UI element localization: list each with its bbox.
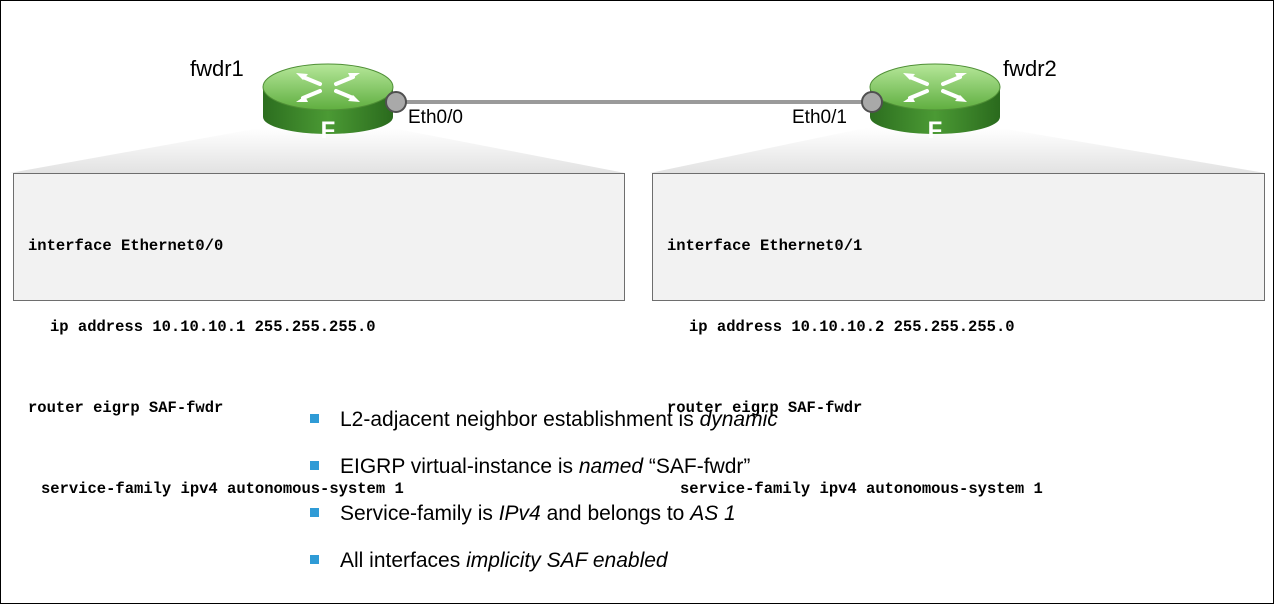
port-label-eth0-1: Eth0/1	[792, 107, 847, 128]
bullet-text: EIGRP virtual-instance is	[340, 455, 579, 478]
bullet-square-icon	[310, 555, 319, 564]
config-line: ip address 10.10.10.1 255.255.255.0	[50, 318, 376, 336]
bullet-item: L2-adjacent neighbor establishment is dy…	[310, 396, 778, 443]
port-dot-icon	[861, 91, 883, 113]
bullet-square-icon	[310, 414, 319, 423]
router-letter: F	[928, 117, 943, 144]
router-icon: F	[869, 63, 1001, 144]
router-letter: F	[321, 117, 336, 144]
config-line: router eigrp SAF-fwdr	[667, 399, 863, 417]
port-label-eth0-0: Eth0/0	[408, 107, 463, 128]
router-name-fwdr1: fwdr1	[190, 56, 244, 81]
bullet-item: EIGRP virtual-instance is named “SAF-fwd…	[310, 443, 778, 490]
config-line: interface Ethernet0/1	[667, 237, 863, 255]
bullet-text-tail: and belongs to	[540, 502, 691, 525]
bullet-text: L2-adjacent neighbor establishment is	[340, 408, 700, 431]
config-box-fwdr1: interface Ethernet0/0 ip address 10.10.1…	[13, 173, 625, 498]
bullet-item: All interfaces implicity SAF enabled	[310, 537, 778, 584]
bullet-text-tail: “SAF-fwdr”	[643, 455, 751, 478]
bullet-text: All interfaces	[340, 549, 467, 572]
config-box-fwdr2: interface Ethernet0/1 ip address 10.10.1…	[652, 173, 1265, 498]
config-line: interface Ethernet0/0	[28, 237, 224, 255]
bullet-emphasis-2: AS 1	[690, 502, 736, 525]
bullet-square-icon	[310, 508, 319, 517]
config-line: router eigrp SAF-fwdr	[28, 399, 224, 417]
bullet-emphasis: named	[578, 455, 644, 478]
bullet-text: Service-family is	[340, 502, 499, 525]
bullet-emphasis: dynamic	[699, 408, 778, 431]
bullet-emphasis: IPv4	[498, 502, 541, 525]
config-line: ip address 10.10.10.2 255.255.255.0	[689, 318, 1015, 336]
bullet-emphasis: implicity SAF enabled	[466, 549, 668, 572]
router-icon: F	[262, 63, 394, 144]
router-name-fwdr2: fwdr2	[1003, 56, 1057, 81]
config-cone-right	[650, 128, 1265, 173]
bullet-square-icon	[310, 461, 319, 470]
bullet-list: L2-adjacent neighbor establishment is dy…	[310, 396, 778, 584]
port-dot-icon	[385, 91, 407, 113]
bullet-item: Service-family is IPv4 and belongs to AS…	[310, 490, 778, 537]
config-line: service-family ipv4 autonomous-system 1	[680, 480, 1043, 498]
config-cone-left	[10, 128, 625, 173]
config-line: service-family ipv4 autonomous-system 1	[41, 480, 404, 498]
